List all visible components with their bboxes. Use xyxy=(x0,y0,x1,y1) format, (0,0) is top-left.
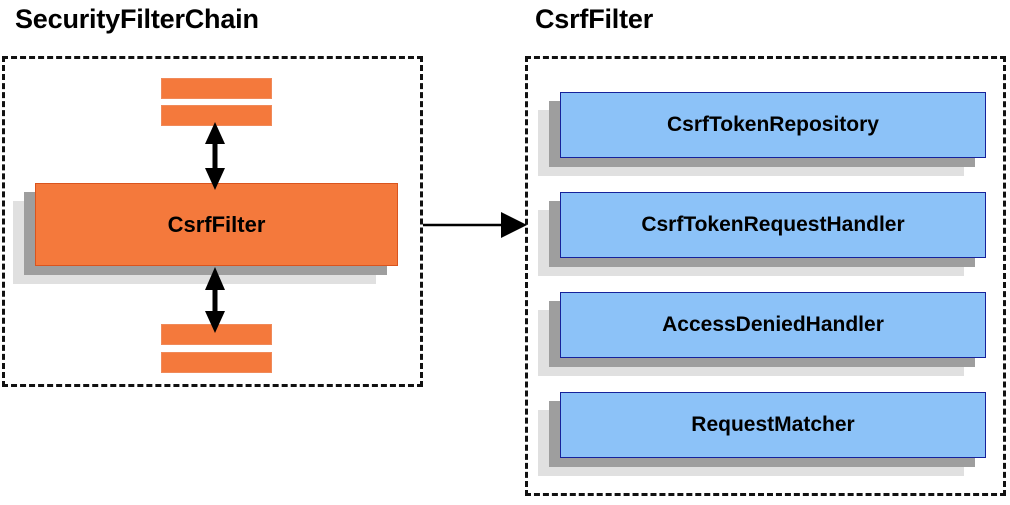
component-box-face: RequestMatcher xyxy=(560,392,986,458)
filter-bar-below-2 xyxy=(161,352,272,373)
csrf-filter-detail-panel xyxy=(525,56,1006,496)
component-box-label: CsrfTokenRequestHandler xyxy=(641,213,905,236)
component-box-access-denied-handler[interactable]: AccessDeniedHandler xyxy=(538,292,986,376)
component-box-csrf-token-repository[interactable]: CsrfTokenRepository xyxy=(538,92,986,176)
right-panel-title: CsrfFilter xyxy=(535,4,654,34)
filter-bar-above-1 xyxy=(161,78,272,99)
component-box-request-matcher[interactable]: RequestMatcher xyxy=(538,392,986,476)
component-box-label: AccessDeniedHandler xyxy=(662,313,884,336)
component-box-csrf-token-request-handler[interactable]: CsrfTokenRequestHandler xyxy=(538,192,986,276)
csrf-filter-box[interactable]: CsrfFilter xyxy=(13,183,398,284)
component-box-label: RequestMatcher xyxy=(691,413,855,436)
component-box-face: CsrfTokenRepository xyxy=(560,92,986,158)
filter-bar-above-2 xyxy=(161,105,272,126)
component-box-face: CsrfTokenRequestHandler xyxy=(560,192,986,258)
csrf-filter-box-face: CsrfFilter xyxy=(35,183,398,266)
csrf-filter-box-label: CsrfFilter xyxy=(167,211,266,237)
arrow-connector-right xyxy=(423,212,527,238)
filter-bar-below-1 xyxy=(161,324,272,345)
security-filter-chain-panel xyxy=(2,56,423,387)
component-box-face: AccessDeniedHandler xyxy=(560,292,986,358)
left-panel-title: SecurityFilterChain xyxy=(15,4,259,34)
component-box-label: CsrfTokenRepository xyxy=(667,113,879,136)
